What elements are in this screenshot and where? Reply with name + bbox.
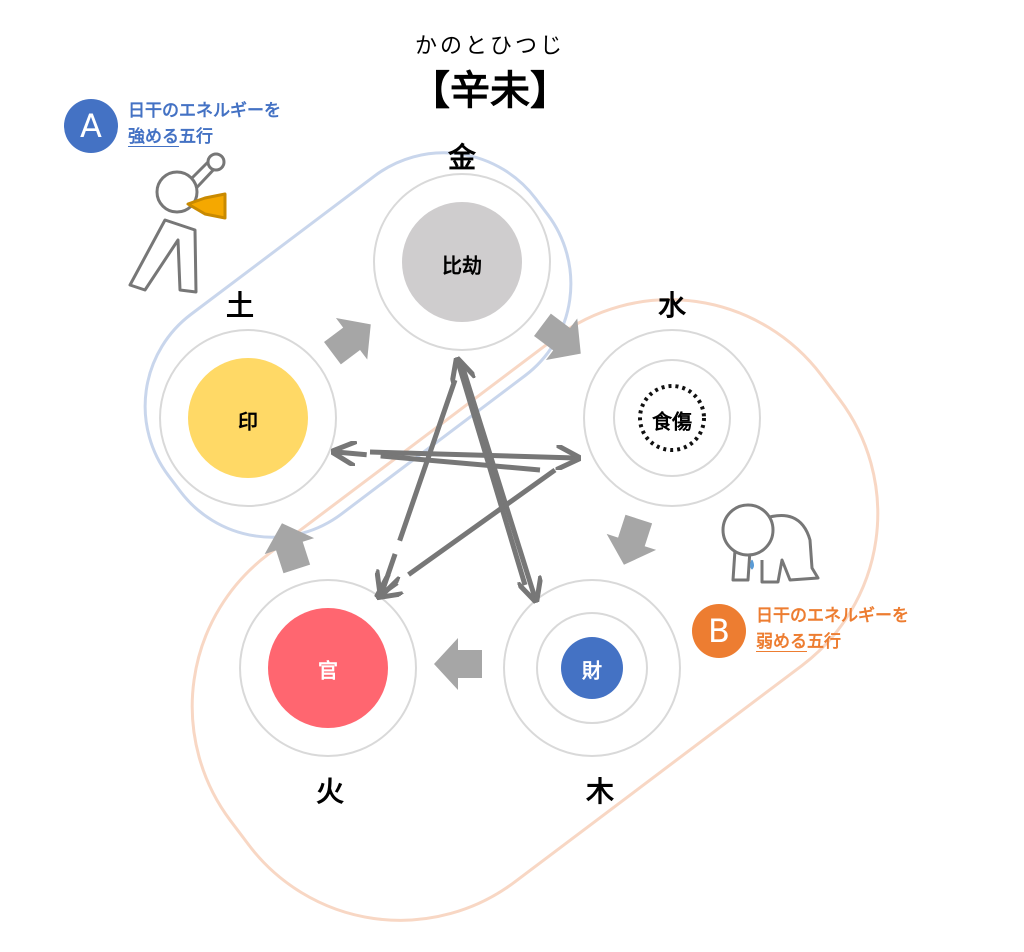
control-arrow-water-fire	[380, 467, 557, 595]
legend-b-line1: 日干のエネルギーを	[756, 606, 909, 626]
earth-node	[159, 329, 337, 507]
badge-a: A	[64, 99, 118, 153]
star-water: 食傷	[652, 409, 692, 434]
label-water: 水	[657, 289, 687, 322]
control-arrow-wood-earth	[336, 452, 541, 473]
star-metal: 比劫	[442, 253, 482, 278]
generate-arrow-fire-earth	[257, 515, 322, 577]
generate-arrow-wood-fire	[434, 638, 482, 690]
legend-b-emphasis: 弱める	[756, 632, 807, 652]
reading-kana: かのとひつじ	[414, 34, 565, 59]
legend-a-text: 日干のエネルギーを 強める五行	[128, 98, 281, 150]
generate-arrow-water-wood	[599, 511, 664, 573]
legend-a-rest: 五行	[179, 127, 213, 147]
star-wood: 財	[582, 658, 602, 683]
control-arrow-fire-metal	[458, 362, 528, 586]
control-arrow-earth-water	[369, 452, 576, 458]
label-wood: 木	[585, 775, 615, 808]
weaken-group-band	[190, 298, 880, 922]
star-fire: 官	[318, 658, 338, 683]
label-metal: 金	[447, 141, 477, 174]
fire-node	[239, 579, 417, 757]
generate-arrow-earth-metal	[316, 303, 387, 375]
water-node	[583, 329, 761, 507]
cheering-figure-icon	[128, 152, 227, 294]
label-fire: 火	[315, 775, 345, 808]
star-earth: 印	[238, 409, 258, 434]
label-earth: 土	[225, 289, 255, 322]
legend-b-text: 日干のエネルギーを 弱める五行	[756, 603, 909, 655]
legend-a-line1: 日干のエネルギーを	[128, 101, 281, 121]
page-title: 【辛未】	[410, 67, 570, 114]
control-arrow-metal-wood	[459, 364, 535, 598]
legend-b-rest: 五行	[807, 632, 841, 652]
control-arrow-metal-fire	[382, 379, 458, 592]
crying-figure-icon	[721, 503, 820, 584]
metal-node	[373, 173, 551, 351]
badge-b: B	[692, 604, 746, 658]
legend-a-emphasis: 強める	[128, 127, 179, 147]
wood-node	[503, 579, 681, 757]
